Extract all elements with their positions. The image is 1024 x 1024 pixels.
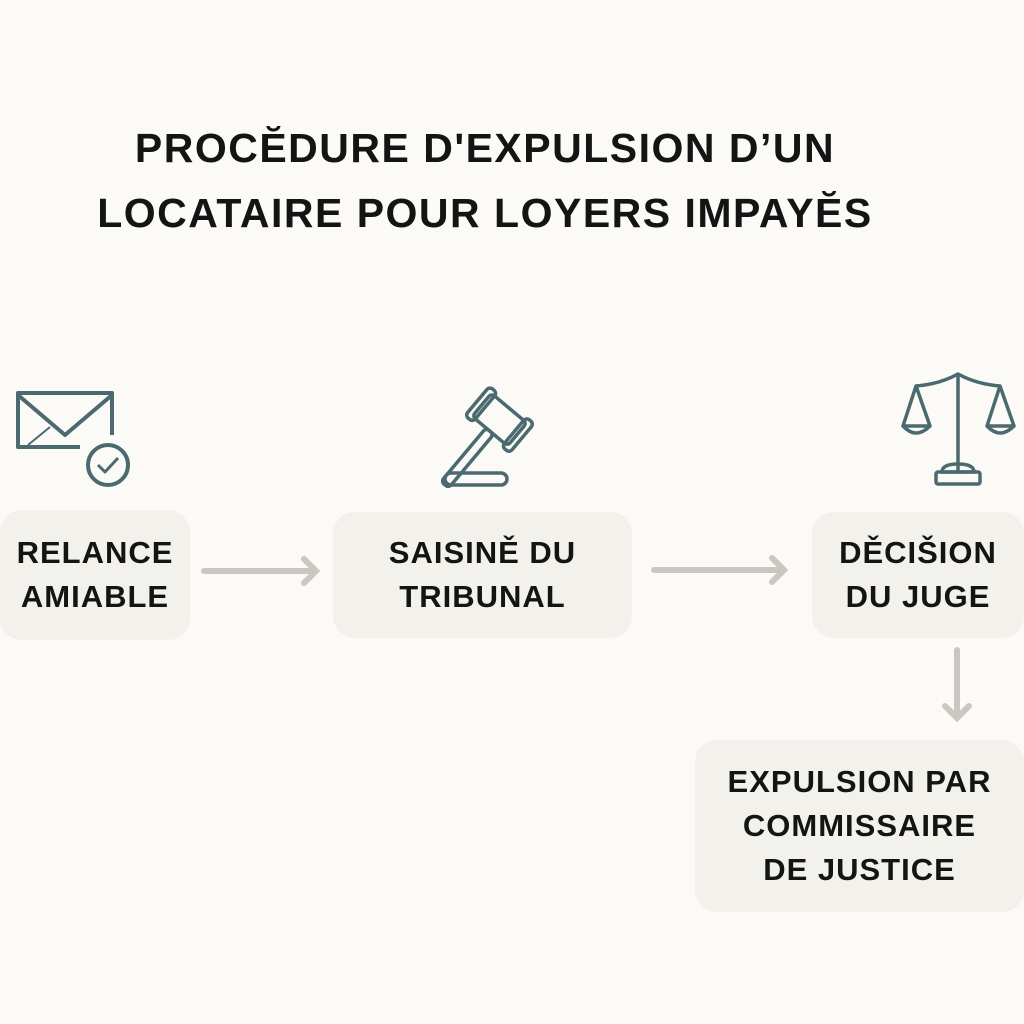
arrow-right-1 [201,556,321,586]
step-decision-du-juge: DĚCIŠION DU JUGE [812,512,1024,638]
step-label-line: EXPULSION PAR [727,764,992,799]
step-label-line: SAISINĚ DU [388,535,577,570]
step-saisine-du-tribunal: SAISINĚ DU TRIBUNAL [333,512,632,638]
scales-of-justice-icon [901,372,1016,486]
title-line-2: LOCATAIRE POUR LOYERS IMPAYĔS [97,190,873,236]
step-label-line: DĚCIŠION [839,535,997,570]
step-label-line: DU JUGE [845,579,991,614]
step-label-line: COMMISSAIRE [742,808,977,843]
step-label-line: RELANCE [16,535,174,570]
arrow-down [942,647,972,723]
step-relance-amiable: RELANCE AMIABLE [0,510,190,640]
step-label-line: AMIABLE [20,579,170,614]
title-line-1: PROCĔDURE D'EXPULSION D’UN [134,125,836,171]
step-label-line: TRIBUNAL [399,579,566,614]
step-expulsion-commissaire: EXPULSION PAR COMMISSAIRE DE JUSTICE [695,740,1024,912]
gavel-icon [440,386,535,489]
step-label-line: DE JUSTICE [763,852,956,887]
envelope-check-icon [16,391,130,487]
arrow-right-2 [651,555,789,585]
